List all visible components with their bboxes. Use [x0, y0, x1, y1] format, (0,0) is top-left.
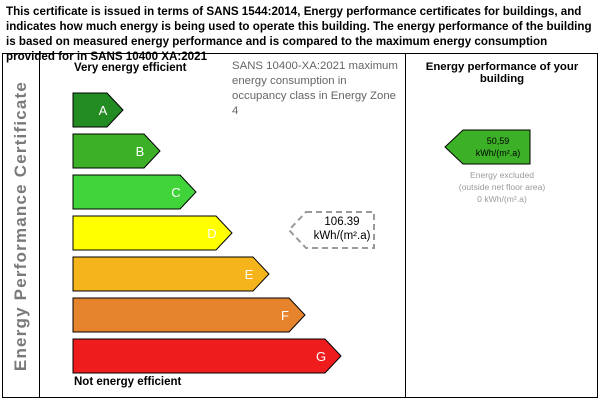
rating-letter-c: C	[171, 185, 180, 200]
rating-bar-g	[72, 338, 342, 374]
max-value-unit: kWh/(m².a)	[313, 230, 371, 242]
sans-maximum-note: SANS 10400-XA:2021 maximum energy consum…	[232, 60, 398, 117]
rating-bar-f	[72, 297, 306, 333]
not-efficient-label: Not energy efficient	[74, 376, 182, 388]
excluded-line-1: Energy excluded	[469, 170, 535, 180]
rating-letter-d: D	[207, 226, 216, 241]
excluded-line-3: 0 kWh/(m².a)	[477, 194, 527, 204]
rating-bar-d	[72, 215, 233, 251]
your-value-number: 50,59	[486, 136, 510, 146]
max-consumption-indicator	[287, 211, 375, 249]
rating-bar-c	[72, 174, 197, 210]
rating-letter-e: E	[245, 267, 254, 282]
energy-excluded-note: Energy excluded (outside net floor area)…	[406, 169, 598, 205]
very-efficient-label: Very energy efficient	[74, 62, 187, 74]
your-building-heading: Energy performance of your building	[425, 61, 579, 85]
your-building-value: 50,59 kWh/(m².a)	[468, 135, 528, 159]
rating-bar-e	[72, 256, 270, 292]
certificate-frame	[2, 53, 598, 398]
rating-letter-a: A	[99, 103, 108, 118]
excluded-line-2: (outside net floor area)	[458, 182, 546, 192]
max-value-number: 106.39	[324, 216, 360, 228]
rating-bar-b	[72, 133, 161, 169]
your-building-indicator	[444, 129, 531, 165]
rating-letter-f: F	[281, 308, 289, 323]
rating-letter-b: B	[136, 144, 145, 159]
panel-divider	[405, 53, 406, 398]
your-value-unit: kWh/(m².a)	[475, 148, 521, 158]
rating-bar-a	[72, 92, 124, 128]
max-consumption-value: 106.39 kWh/(m².a)	[300, 215, 384, 243]
rating-letter-g: G	[316, 349, 326, 364]
sidebar	[2, 53, 40, 398]
